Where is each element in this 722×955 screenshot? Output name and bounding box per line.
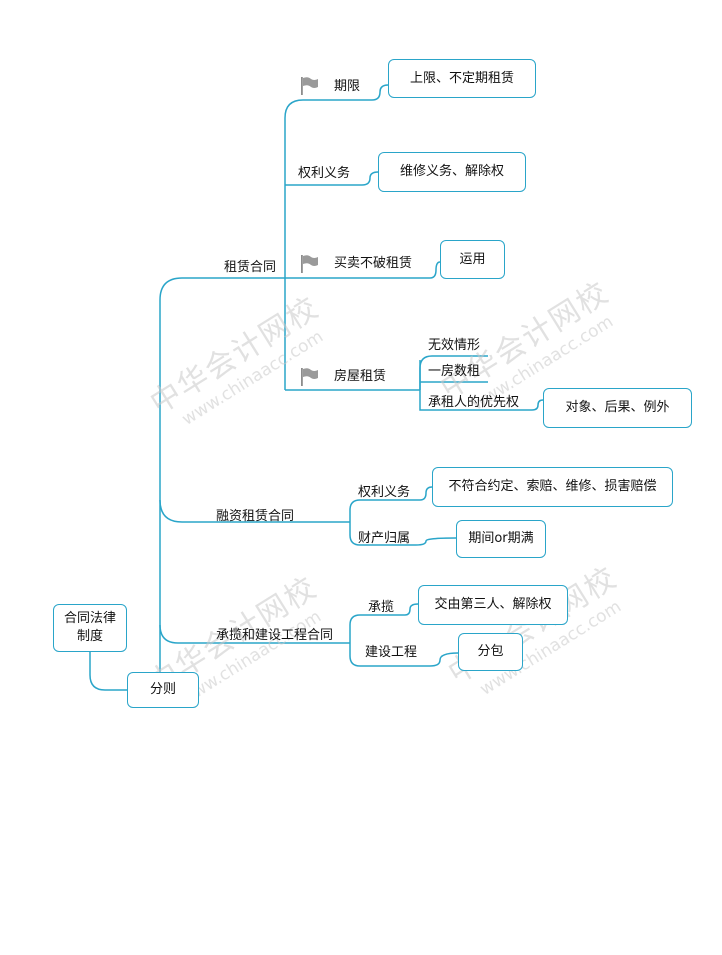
house-rental-label[interactable]: 房屋租赁 xyxy=(334,369,387,384)
property-label[interactable]: 财产归属 xyxy=(358,531,411,546)
flag-icon xyxy=(301,368,318,386)
root-node[interactable]: 合同法律 制度 xyxy=(53,604,127,652)
house-item-priority[interactable]: 承租人的优先权 xyxy=(428,395,520,410)
flag-icon xyxy=(301,77,318,95)
lease-rights-detail-node[interactable]: 维修义务、解除权 xyxy=(378,152,526,192)
priority-detail-node[interactable]: 对象、后果、例外 xyxy=(543,388,692,428)
finance-lease-label[interactable]: 融资租赁合同 xyxy=(216,509,295,524)
construction-contract-label[interactable]: 承揽和建设工程合同 xyxy=(216,628,334,643)
engineering-label[interactable]: 建设工程 xyxy=(365,645,418,660)
root-node-line2: 制度 xyxy=(76,629,103,644)
contract-work-label[interactable]: 承揽 xyxy=(368,600,395,615)
house-item-multiple[interactable]: 一房数租 xyxy=(428,364,481,379)
sub-root-node[interactable]: 分则 xyxy=(127,672,199,708)
term-detail-node[interactable]: 上限、不定期租赁 xyxy=(388,59,536,98)
finance-rights-label[interactable]: 权利义务 xyxy=(358,485,411,500)
lease-contract-label[interactable]: 租赁合同 xyxy=(224,260,277,275)
house-item-invalid[interactable]: 无效情形 xyxy=(428,338,481,353)
flag-icon xyxy=(301,255,318,273)
term-label[interactable]: 期限 xyxy=(334,79,361,94)
finance-rights-detail-node[interactable]: 不符合约定、索赔、维修、损害赔偿 xyxy=(432,467,673,507)
sale-label[interactable]: 买卖不破租赁 xyxy=(334,256,413,271)
engineering-detail-node[interactable]: 分包 xyxy=(458,633,523,671)
lease-rights-label[interactable]: 权利义务 xyxy=(298,166,351,181)
root-node-line1: 合同法律 xyxy=(63,611,116,626)
property-detail-node[interactable]: 期间or期满 xyxy=(456,520,546,558)
contract-work-detail-node[interactable]: 交由第三人、解除权 xyxy=(418,585,568,625)
sale-detail-node[interactable]: 运用 xyxy=(440,240,505,279)
